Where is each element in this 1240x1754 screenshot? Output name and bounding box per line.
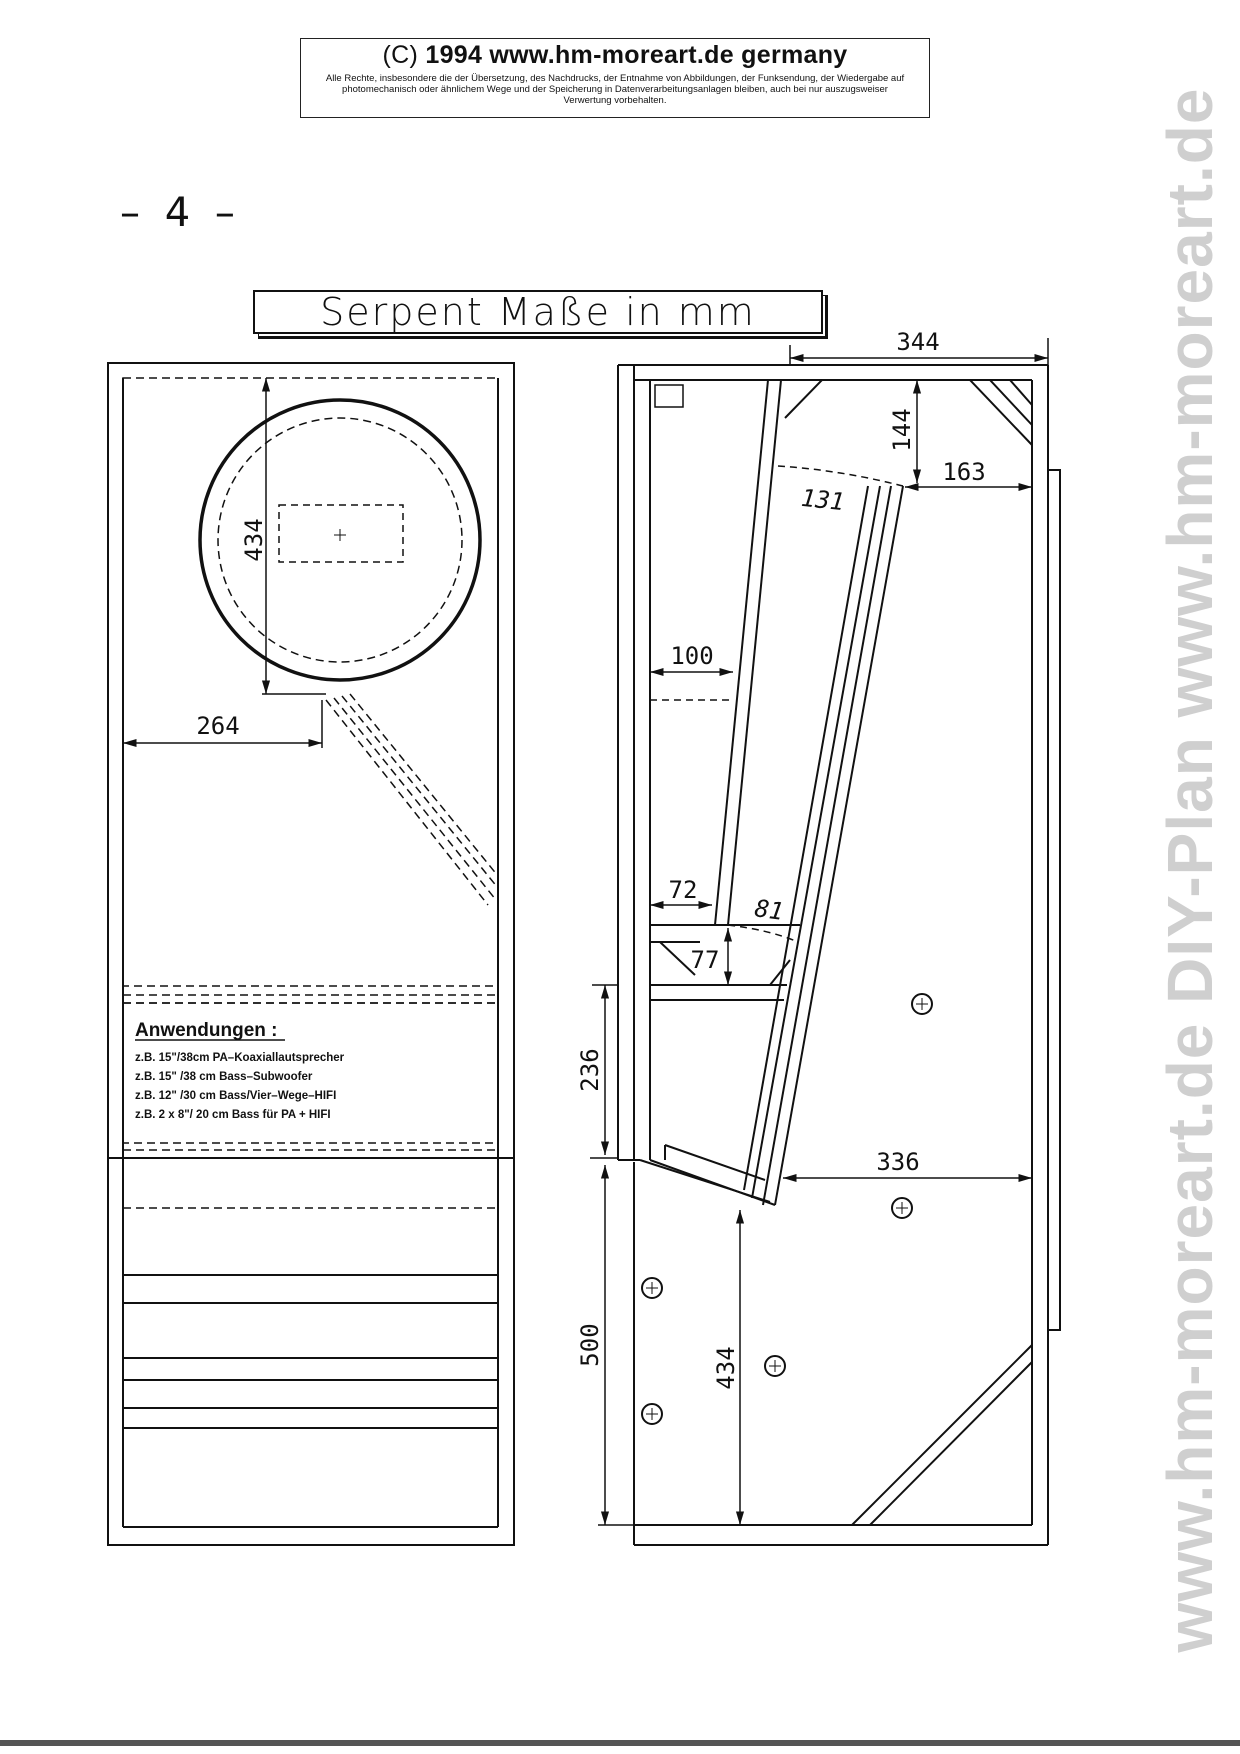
dim-lower-diag: 81 xyxy=(753,894,786,926)
application-item: z.B. 15" /38 cm Bass–Subwoofer xyxy=(135,1071,313,1083)
front-view xyxy=(107,362,515,1546)
dim-throat-left: 100 xyxy=(670,642,713,670)
dim-lower-left: 72 xyxy=(669,876,698,904)
front-inner-frame xyxy=(122,377,499,987)
dim-lower-depth: 77 xyxy=(691,946,720,974)
mount-hole xyxy=(891,1197,913,1219)
side-view xyxy=(590,338,1061,1546)
dim-driver-offset: 264 xyxy=(196,712,239,740)
mount-hole xyxy=(641,1403,663,1425)
copyright-symbol-icon: (C) xyxy=(382,41,419,69)
dim-mouth-right: 163 xyxy=(942,458,985,486)
application-item: z.B. 15"/38cm PA–Koaxiallautsprecher xyxy=(135,1052,345,1064)
applications-heading: Anwendungen : xyxy=(135,1020,277,1041)
magnet-outline xyxy=(278,504,404,563)
application-item: z.B. 12" /30 cm Bass/Vier–Wege–HIFI xyxy=(135,1090,336,1102)
copyright-line: (C) 1994 www.hm-moreart.de germany xyxy=(301,41,929,70)
application-item: z.B. 2 x 8"/ 20 cm Bass für PA + HIFI xyxy=(135,1109,331,1121)
dim-top-depth: 144 xyxy=(888,408,916,451)
dim-bottom-inner: 434 xyxy=(712,1346,740,1389)
dim-driver-diameter: 434 xyxy=(240,518,268,561)
page-bottom-rule xyxy=(0,1740,1240,1746)
dim-mouth-throat: 131 xyxy=(800,484,846,516)
copyright-box: (C) 1994 www.hm-moreart.de germany Alle … xyxy=(300,38,930,118)
rights-notice: Alle Rechte, insbesondere die der Überse… xyxy=(325,73,905,106)
front-baffle-plate xyxy=(1047,469,1061,1331)
page-title: Serpent Maße in mm xyxy=(253,290,823,334)
mount-hole xyxy=(641,1277,663,1299)
copyright-text: 1994 www.hm-moreart.de germany xyxy=(425,41,848,69)
driver-outer-circle xyxy=(198,398,482,682)
front-panel-outline xyxy=(107,362,515,1546)
dim-bottom-height: 500 xyxy=(576,1323,604,1366)
mount-hole xyxy=(911,993,933,1015)
page-number: – 4 – xyxy=(120,190,241,236)
driver-inner-circle xyxy=(217,417,463,663)
dim-mid-width: 336 xyxy=(876,1148,919,1176)
mount-hole xyxy=(764,1355,786,1377)
dim-mid-height: 236 xyxy=(576,1048,604,1091)
dim-top-width: 344 xyxy=(896,328,939,356)
